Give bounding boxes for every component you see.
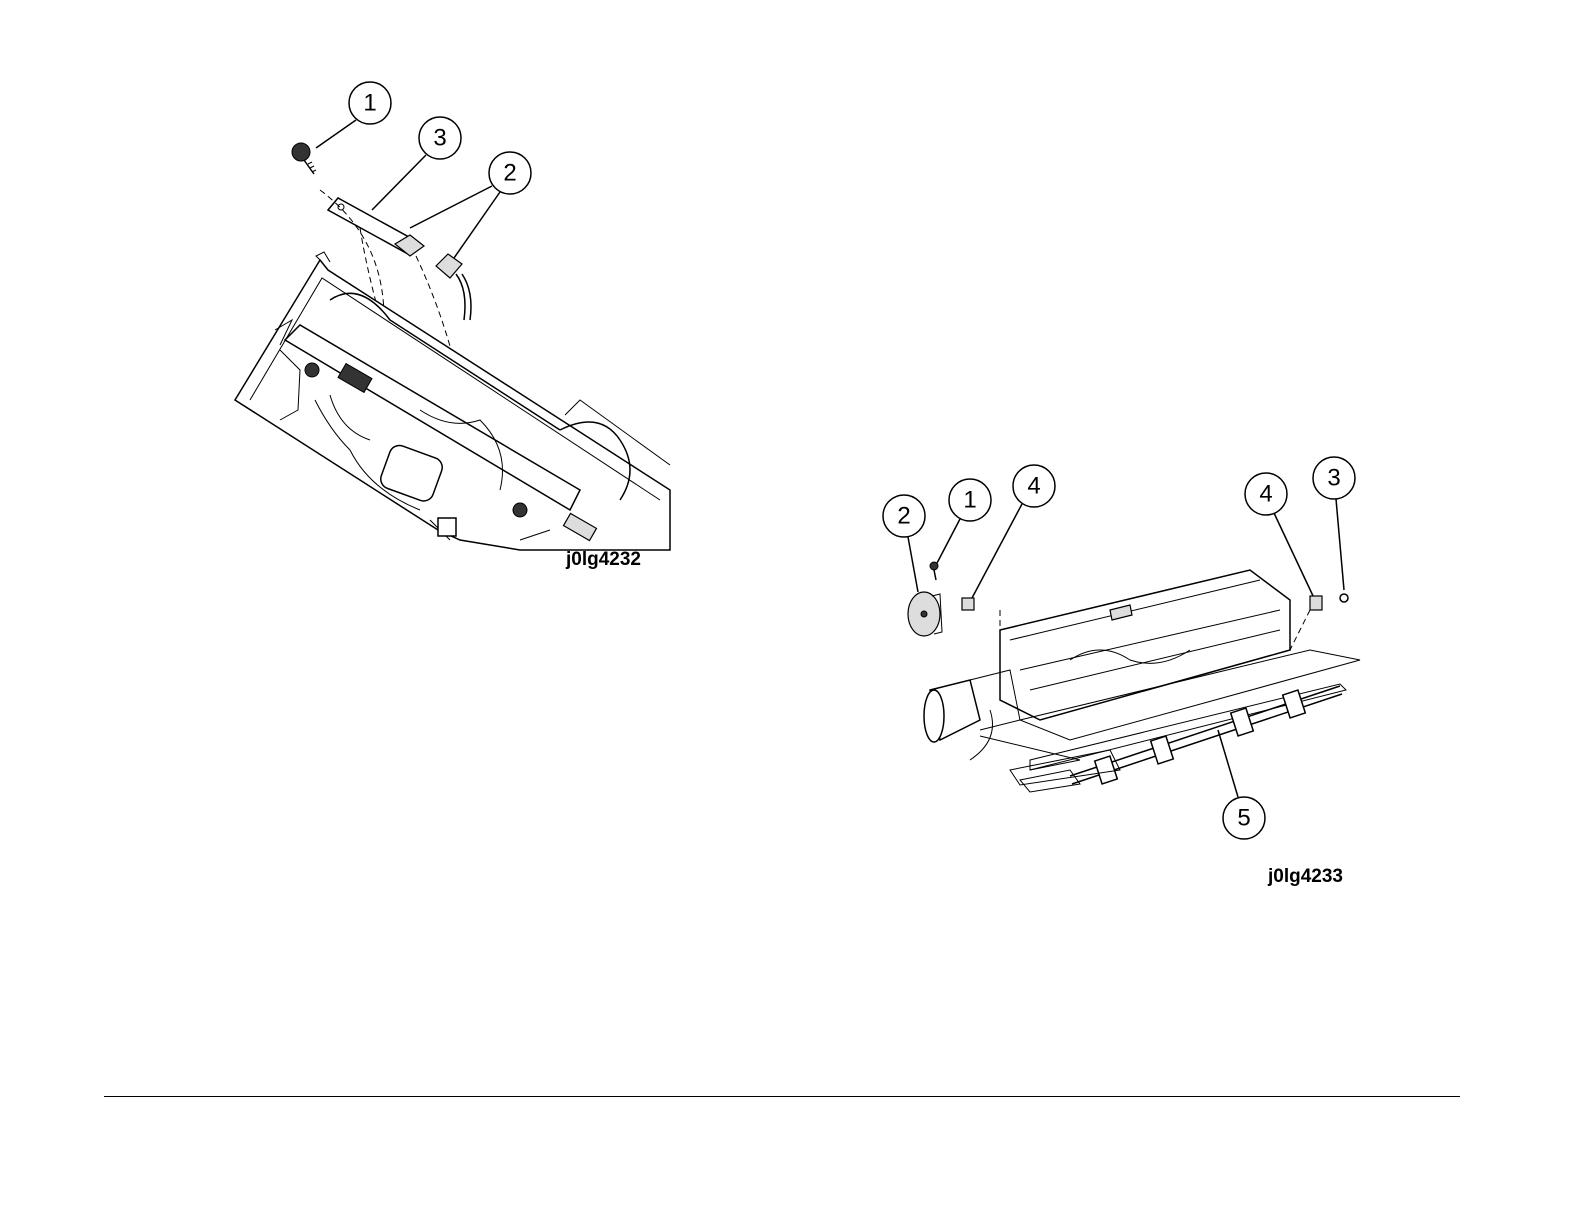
screw-part: [930, 562, 938, 580]
callout-1: 1: [316, 82, 391, 148]
figure-id-label: j0lg4232: [566, 549, 641, 571]
bearing-left-part: [962, 598, 974, 610]
callout-3-number: 3: [433, 125, 446, 152]
callout-1-number: 1: [363, 90, 376, 117]
callout-4b-number: 4: [1259, 481, 1272, 508]
callout-3-number: 3: [1327, 465, 1340, 492]
screw-part: [292, 143, 316, 174]
callout-2: 2: [410, 152, 531, 258]
callout-2-number: 2: [503, 160, 516, 187]
callout-2: 2: [883, 495, 925, 592]
connector-part: [436, 254, 471, 320]
callout-2-number: 2: [897, 503, 910, 530]
figure-id-label: j0lg4233: [1268, 866, 1343, 888]
right-exploded-diagram: 2 1 4 4 3 5: [870, 440, 1390, 900]
callout-3: 3: [1313, 457, 1355, 590]
clip-part: [1340, 594, 1348, 602]
callout-4-number: 4: [1027, 473, 1040, 500]
footer-divider: [104, 1096, 1460, 1097]
left-exploded-diagram: 1 3 2: [220, 70, 690, 590]
callout-1-number: 1: [963, 487, 976, 514]
callout-1: 1: [936, 479, 991, 565]
callout-3: 3: [372, 117, 461, 210]
frame-assembly: [924, 570, 1360, 770]
callout-5-number: 5: [1237, 805, 1250, 832]
gear-part: [908, 592, 942, 636]
callout-5: 5: [1218, 730, 1265, 839]
housing-frame: [235, 252, 670, 550]
bearing-right-part: [1310, 596, 1322, 610]
